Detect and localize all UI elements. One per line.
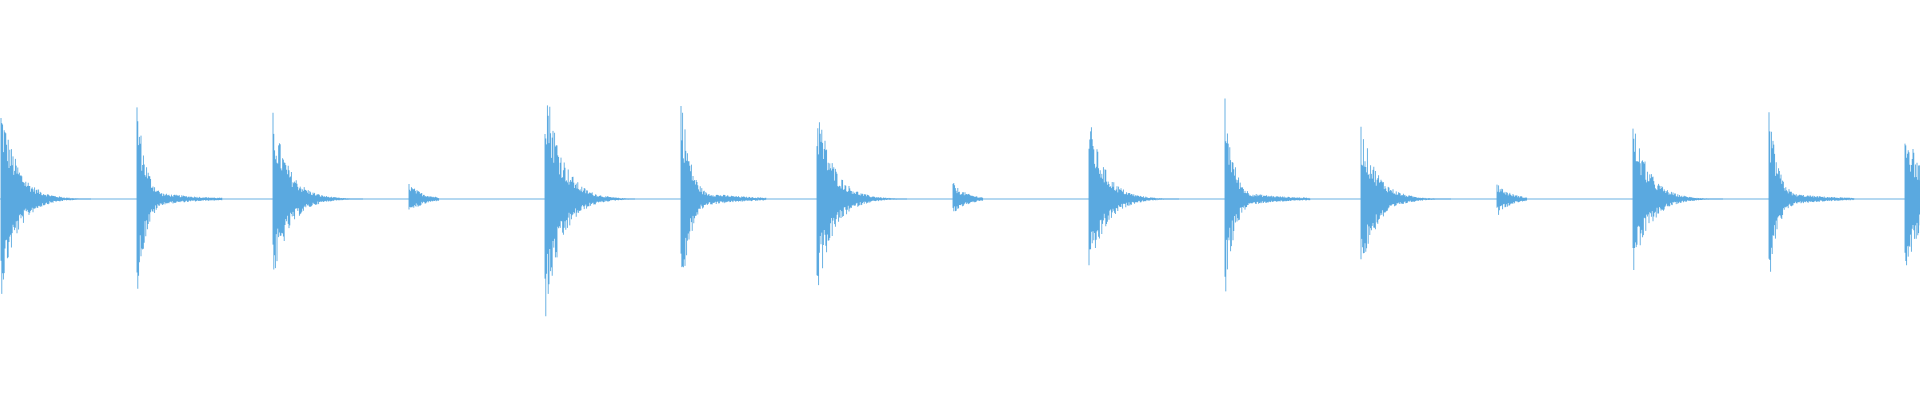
waveform-hit	[136, 107, 223, 289]
waveform-hit	[1360, 126, 1452, 260]
waveform-hit	[816, 122, 908, 286]
waveform-hit-shape	[1088, 127, 1180, 266]
waveform-hit	[0, 118, 92, 294]
waveform-hit-shape	[272, 112, 364, 270]
waveform-hit	[1496, 184, 1528, 215]
waveform-hit	[1768, 112, 1855, 272]
waveform-hit-shape	[1496, 184, 1528, 215]
waveform-hit-shape	[544, 105, 636, 317]
waveform-hit	[408, 184, 440, 210]
waveform-hit	[1088, 127, 1180, 266]
waveform-hit	[544, 105, 636, 317]
waveform-hit-shape	[136, 107, 223, 289]
waveform-hit-shape	[680, 106, 767, 268]
waveform-hit-shape	[1224, 98, 1311, 292]
waveform-hit-shape	[1904, 143, 1920, 266]
waveform-hit-shape	[952, 183, 984, 212]
waveform-hit	[680, 106, 767, 268]
waveform-hit	[1632, 128, 1724, 270]
waveform-hit-shape	[816, 122, 908, 286]
waveform-hit	[952, 183, 984, 212]
waveform-hit	[1904, 143, 1920, 266]
waveform-hit-shape	[0, 118, 92, 294]
waveform-hit-shape	[1632, 128, 1724, 270]
waveform-hit-shape	[1768, 112, 1855, 272]
waveform-hit-shape	[408, 184, 440, 210]
waveform-hit	[1224, 98, 1311, 292]
waveform-hit	[272, 112, 364, 270]
waveform-hit-shape	[1360, 126, 1452, 260]
